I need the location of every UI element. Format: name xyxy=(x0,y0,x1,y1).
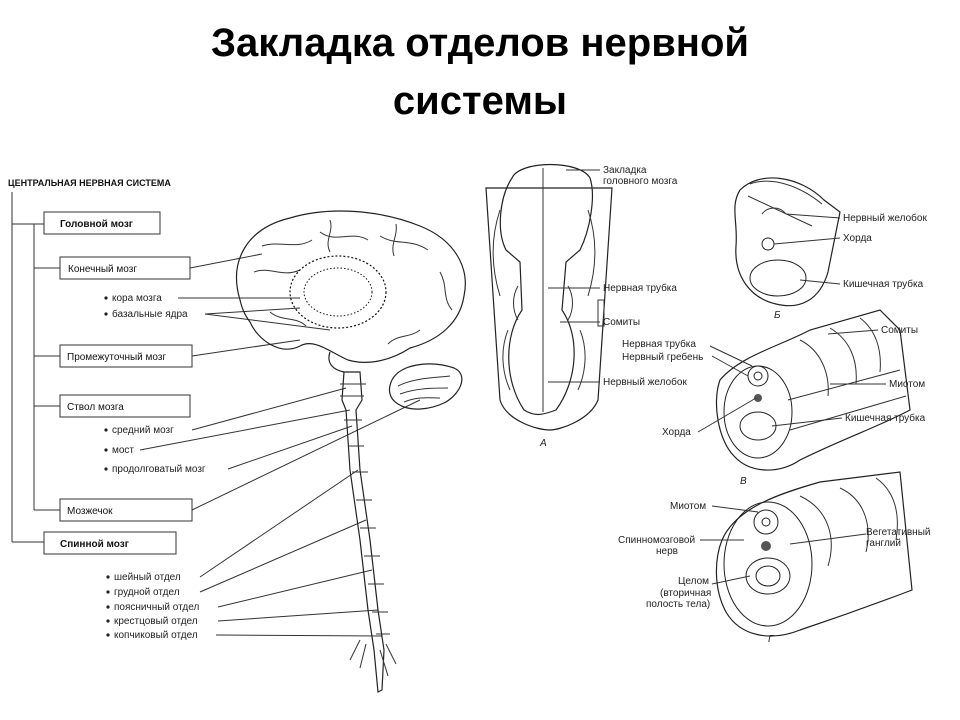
g-letter: Г xyxy=(768,634,775,645)
b-nervny-zhelobok: Нервный желобок xyxy=(843,212,927,224)
g-miotom: Миотом xyxy=(670,501,706,512)
b-kishechnaya: Кишечная трубка xyxy=(843,278,924,290)
a-zakladka-2: головного мозга xyxy=(603,176,678,187)
label-mozzhechok: Мозжечок xyxy=(67,506,113,517)
v-letter: В xyxy=(740,476,747,487)
spinal-cord-drawing xyxy=(340,371,397,693)
label-promezhutochny: Промежуточный мозг xyxy=(67,352,166,363)
figure-a: Закладка головного мозга Нервная трубка … xyxy=(485,164,687,449)
a-somity: Сомиты xyxy=(603,317,640,328)
v-miotom: Миотом xyxy=(889,379,925,390)
a-nervny-zhelobok: Нервный желобок xyxy=(603,376,687,388)
label-prodolgovaty: продолговатый мозг xyxy=(112,464,206,475)
v-horda: Хорда xyxy=(662,427,691,438)
label-spinnoy: Спинной мозг xyxy=(60,539,129,550)
box-spinnoy xyxy=(43,531,177,555)
label-sheyny: шейный отдел xyxy=(114,572,181,583)
label-sredny: средний мозг xyxy=(112,425,174,436)
label-grudnoy: грудной отдел xyxy=(114,587,180,598)
label-most: мост xyxy=(112,445,134,456)
label-konechny: Конечный мозг xyxy=(68,264,137,275)
v-nervnaya-trubka: Нервная трубка xyxy=(622,338,696,350)
v-nervny-greben: Нервный гребень xyxy=(622,351,703,363)
g-spinnomozgovoy-1: Спинномозговой xyxy=(618,535,695,546)
a-zakladka-1: Закладка xyxy=(603,165,647,176)
v-somity: Сомиты xyxy=(881,325,918,336)
label-golovnoy: Головной мозг xyxy=(60,219,133,230)
label-poyasnichny: поясничный отдел xyxy=(114,602,199,613)
box-golovnoy xyxy=(43,211,161,235)
label-kopchikovy: копчиковый отдел xyxy=(114,630,198,641)
g-tselom-3: полость тела) xyxy=(646,599,710,610)
label-stvol: Ствол мозга xyxy=(67,402,124,413)
label-bazalnye: базальные ядра xyxy=(112,308,188,320)
title-line-2: системы xyxy=(392,79,568,123)
b-letter: Б xyxy=(774,310,781,321)
a-letter: А xyxy=(539,438,547,449)
g-tselom-2: (вторичная xyxy=(660,588,711,599)
box-stvol xyxy=(59,394,191,418)
cns-header: ЦЕНТРАЛЬНАЯ НЕРВНАЯ СИСТЕМА xyxy=(8,178,171,188)
v-kishechnaya: Кишечная трубка xyxy=(845,412,926,424)
g-vegetativny-1: Вегетативный xyxy=(866,527,930,538)
b-horda: Хорда xyxy=(843,233,872,244)
figure-g: Миотом Вегетативный ганглий Спинномозгов… xyxy=(618,471,930,645)
cerebellum-drawing xyxy=(388,363,463,410)
title-line-1: Закладка отделов нервной xyxy=(210,21,749,65)
label-kora: кора мозга xyxy=(112,293,162,304)
figure-v: Нервная трубка Нервный гребень Сомиты Ми… xyxy=(622,309,926,487)
g-vegetativny-2: ганглий xyxy=(866,538,901,549)
figure-b: Нервный желобок Хорда Кишечная трубка Б xyxy=(734,177,927,321)
g-tselom-1: Целом xyxy=(678,576,709,587)
page-title: Закладка отделов нервной системы xyxy=(0,14,960,130)
brain-drawing xyxy=(236,210,466,373)
a-nervnaya-trubka: Нервная трубка xyxy=(603,282,677,294)
label-kresttsovy: крестцовый отдел xyxy=(114,616,198,627)
g-spinnomozgovoy-2: нерв xyxy=(656,546,678,557)
cns-hierarchy: ЦЕНТРАЛЬНАЯ НЕРВНАЯ СИСТЕМА Головной моз… xyxy=(8,178,421,641)
